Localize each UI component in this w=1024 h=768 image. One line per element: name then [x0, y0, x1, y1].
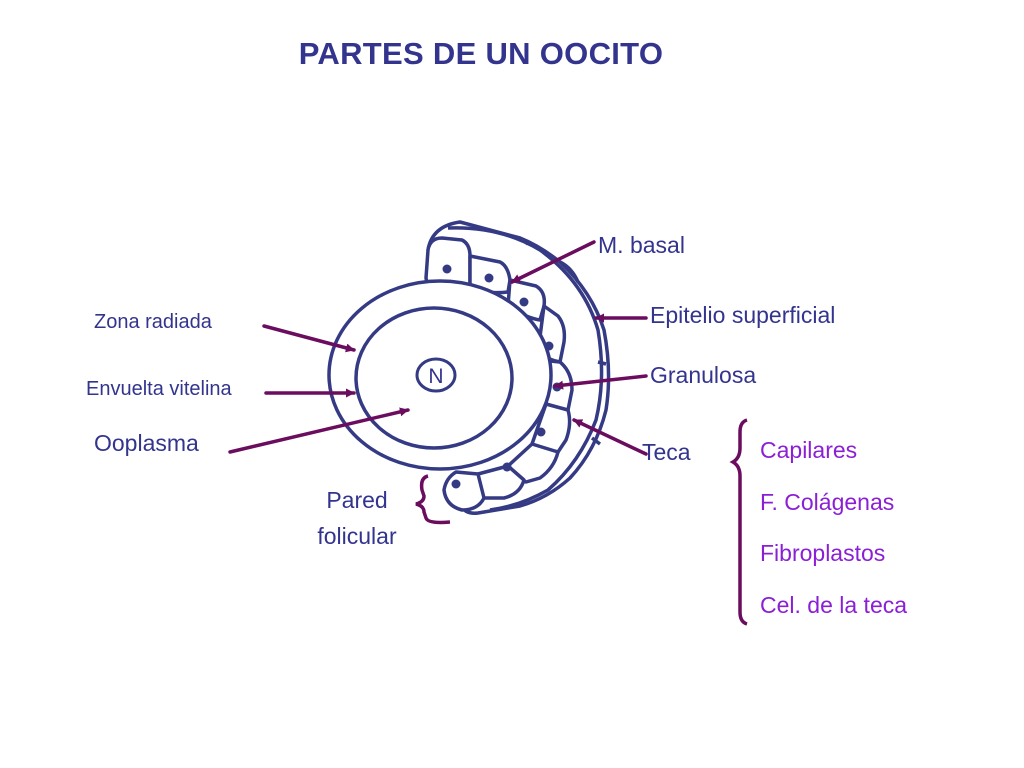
label-epitelio-superficial: Epitelio superficial: [650, 302, 836, 328]
nucleus-label: N: [428, 365, 443, 388]
teca-item-capilares: Capilares: [760, 437, 858, 463]
teca-item-cel-de-la-teca: Cel. de la teca: [760, 592, 908, 618]
label-pared: Pared: [326, 487, 388, 513]
label-folicular: folicular: [317, 523, 397, 549]
teca-item-fibroplastos: Fibroplastos: [760, 540, 886, 566]
cell-nuclei: [442, 264, 562, 489]
label-granulosa: Granulosa: [650, 362, 757, 388]
teca-item-f-colagenas: F. Colágenas: [760, 489, 895, 515]
arrow-teca: [572, 418, 648, 456]
pointer-arrows: [228, 240, 648, 456]
arrow-m-basal: [510, 240, 596, 284]
label-m-basal: M. basal: [598, 232, 685, 258]
nucleus: [415, 357, 457, 393]
arrow-granulosa: [553, 374, 648, 390]
label-zona-radiada: Zona radiada: [94, 311, 212, 333]
label-teca: Teca: [642, 439, 691, 465]
label-ooplasma: Ooplasma: [94, 430, 199, 456]
label-envuelta-vitelina: Envuelta vitelina: [86, 378, 232, 400]
theca-layers: [426, 220, 611, 515]
arrow-ooplasma: [228, 407, 410, 454]
pared-folicular-brace: [415, 474, 451, 525]
diagram-title: PARTES DE UN OOCITO: [298, 36, 664, 71]
teca-components-brace: [729, 418, 748, 626]
arrow-zona-radiada: [262, 324, 356, 353]
